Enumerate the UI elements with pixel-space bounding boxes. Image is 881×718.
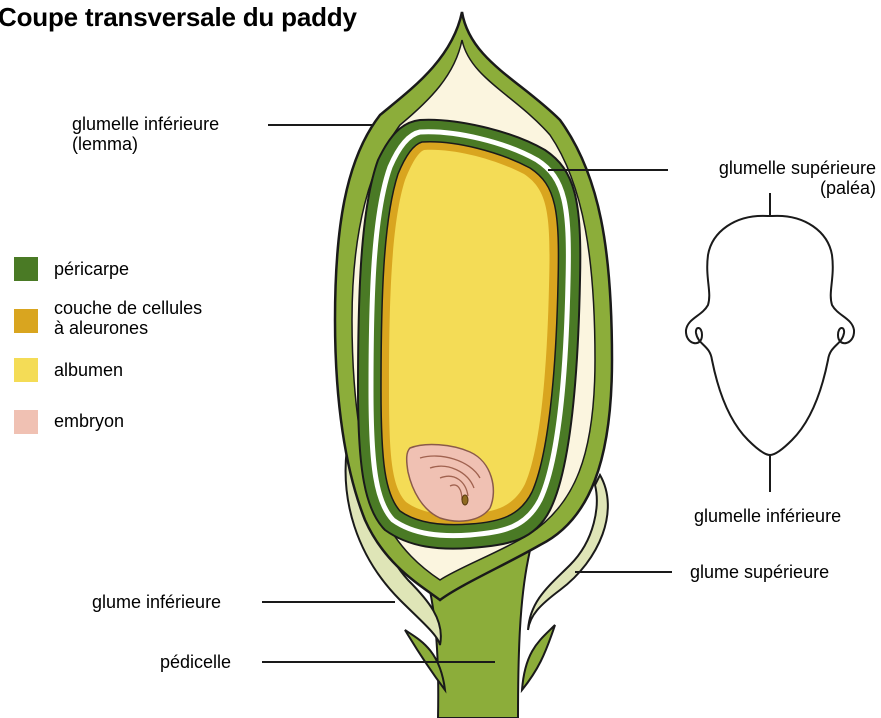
legend-label-aleurones-line2: à aleurones xyxy=(54,318,202,338)
label-palea-line1: glumelle supérieure xyxy=(678,158,876,178)
label-lemma: glumelle inférieure (lemma) xyxy=(72,114,219,154)
legend-swatch-albumen xyxy=(14,358,38,382)
label-palea: glumelle supérieure (paléa) xyxy=(678,158,876,198)
legend-swatch-aleurones xyxy=(14,309,38,333)
embryo-dot xyxy=(462,495,468,505)
pedicel-hook-right xyxy=(522,625,555,690)
legend-label-aleurones-line1: couche de cellules xyxy=(54,298,202,318)
label-glumelle-inferieure-cross: glumelle inférieure xyxy=(694,506,841,526)
cross-section-outline xyxy=(686,216,854,455)
legend-swatch-embryon xyxy=(14,410,38,434)
legend-label-embryon: embryon xyxy=(54,411,124,431)
label-pedicelle: pédicelle xyxy=(160,652,231,672)
label-glume-inferieure: glume inférieure xyxy=(92,592,221,612)
legend-swatch-pericarpe xyxy=(14,257,38,281)
label-lemma-line2: (lemma) xyxy=(72,134,219,154)
legend-label-pericarpe: péricarpe xyxy=(54,259,129,279)
legend-label-aleurones: couche de cellules à aleurones xyxy=(54,298,202,338)
label-glume-superieure: glume supérieure xyxy=(690,562,829,582)
label-palea-line2: (paléa) xyxy=(678,178,876,198)
label-lemma-line1: glumelle inférieure xyxy=(72,114,219,134)
legend-label-albumen: albumen xyxy=(54,360,123,380)
